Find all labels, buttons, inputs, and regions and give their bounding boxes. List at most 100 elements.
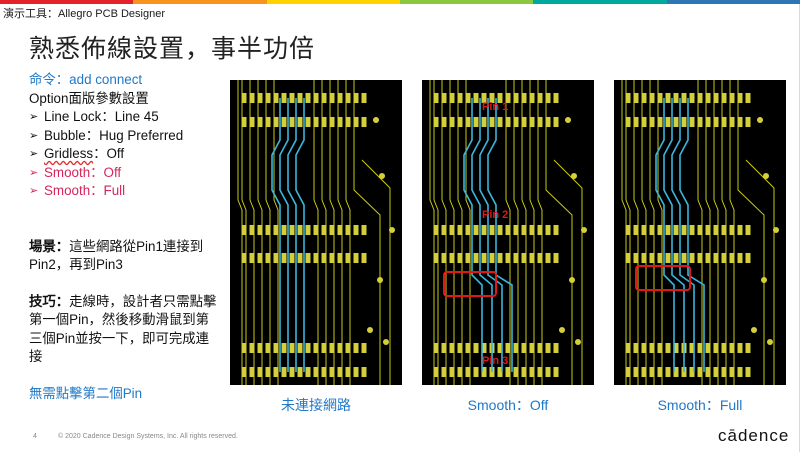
pad [737,367,743,377]
trace-line [513,80,519,385]
trace-line [237,80,243,385]
pad [681,225,687,235]
pad [745,93,751,103]
pad [465,367,471,377]
pad [553,93,559,103]
pad [545,343,551,353]
pad [449,367,455,377]
pcb-view-unrouted [237,80,395,385]
pad [697,225,703,235]
via [367,327,373,333]
pad [313,117,319,127]
pad [529,343,535,353]
pad [433,93,439,103]
pad [673,343,679,353]
pad [457,343,463,353]
pad [289,117,295,127]
pad [521,225,527,235]
via [559,327,565,333]
caption-smooth-full: Smooth：Full [657,397,743,413]
caption-unrouted: 未連接網路 [281,397,351,413]
pad [665,93,671,103]
pin-label: Pin 2 [482,209,508,221]
trace-line [745,159,775,385]
trace-line [545,80,573,385]
pad [465,253,471,263]
tip-paragraph: 技巧：走線時，設計者只需點擊第一個Pin，然後移動滑鼠到第三個Pin並按一下，即… [29,293,217,365]
pad [433,367,439,377]
pin-label: Pin 3 [482,355,508,367]
no-click-note: 無需點擊第二個Pin [29,385,143,401]
pad [721,253,727,263]
via [581,227,587,233]
pad [481,117,487,127]
pad [705,225,711,235]
trace-line [433,80,439,385]
pad [361,117,367,127]
pad [665,225,671,235]
caption-smooth-off: Smooth：Off [467,397,549,413]
arrow-bullet-icon: ➢ [29,129,39,142]
pad [721,367,727,377]
pad [249,93,255,103]
pad [657,343,663,353]
command-line: 命令：add connect [29,72,143,87]
pad [633,225,639,235]
pad [457,253,463,263]
pad [545,93,551,103]
pad [321,93,327,103]
pad [505,225,511,235]
pad [281,117,287,127]
pad [681,253,687,263]
pad [473,343,479,353]
pad [305,253,311,263]
pad [649,93,655,103]
pad [345,93,351,103]
pad [257,343,263,353]
pad [345,253,351,263]
trace-line [353,80,381,385]
trace-line [737,80,765,385]
pad [505,253,511,263]
pad [273,253,279,263]
pad [641,367,647,377]
pad [449,343,455,353]
pad [545,253,551,263]
pad [265,225,271,235]
pad [657,253,663,263]
pad [289,225,295,235]
pad [305,367,311,377]
net-trace [479,98,503,372]
pad [337,93,343,103]
trace-line [321,80,327,385]
trace-line [441,80,447,385]
pad [673,253,679,263]
pad [529,367,535,377]
pad [441,367,447,377]
pad [337,225,343,235]
pad [505,117,511,127]
trace-line [449,80,455,385]
pad [625,367,631,377]
pad [513,367,519,377]
pad [505,93,511,103]
trace-line [361,159,391,385]
pin-label: Pin 1 [482,101,508,113]
pad [641,117,647,127]
pad [729,225,735,235]
pad [641,253,647,263]
pad [433,343,439,353]
pad [457,93,463,103]
pad [345,225,351,235]
pad [465,93,471,103]
trace-line [313,80,319,385]
pad [705,253,711,263]
arrow-bullet-icon: ➢ [29,111,39,123]
pad [353,93,359,103]
pad [241,225,247,235]
pad [329,343,335,353]
pad [457,117,463,127]
via [767,339,773,345]
pad [441,253,447,263]
pad [705,367,711,377]
